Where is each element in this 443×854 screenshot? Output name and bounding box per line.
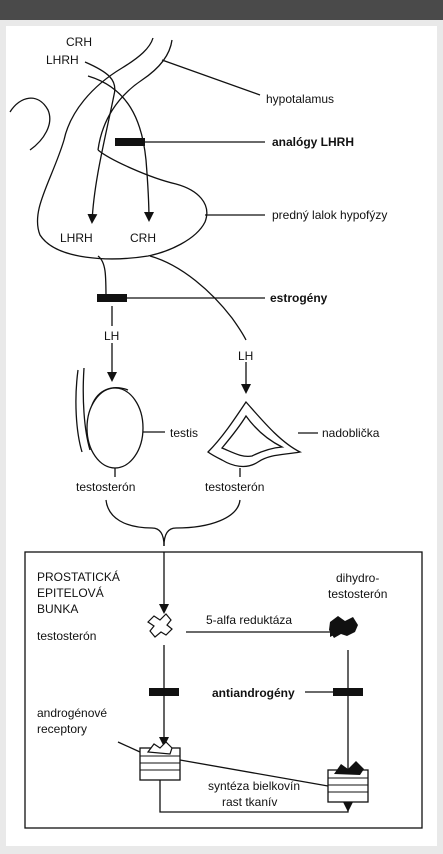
adrenal-shape [208, 402, 300, 466]
lhrh-analog-block [115, 138, 145, 146]
label-hypotalamus: hypotalamus [266, 92, 334, 106]
label-receptory-1: androgénové [37, 706, 107, 720]
testis-shape [76, 368, 143, 468]
label-crh-top: CRH [66, 35, 92, 49]
label-estrogeny: estrogény [270, 291, 328, 305]
hypothalamus-shape [10, 38, 172, 150]
label-predny-lalok: predný lalok hypofýzy [272, 208, 387, 222]
label-reduktaza: 5-alfa reduktáza [206, 613, 292, 627]
dht-molecule [329, 616, 358, 638]
receptor-left [140, 742, 180, 780]
estrogen-block [97, 294, 127, 302]
label-nadoblicka: nadoblička [322, 426, 380, 440]
cell-title-line-1: PROSTATICKÁ [37, 569, 120, 584]
label-dihydro-1: dihydro- [336, 571, 379, 585]
label-dihydro-2: testosterón [328, 587, 387, 601]
label-synteza-1: syntéza bielkovín [208, 779, 300, 793]
antiandrogen-block-right [333, 688, 363, 696]
label-testosteron-right: testosterón [205, 480, 264, 494]
label-testis: testis [170, 426, 198, 440]
label-receptory-2: receptory [37, 722, 87, 736]
label-testosteron-cell: testosterón [37, 629, 96, 643]
testosterone-molecule [148, 614, 172, 637]
label-synteza-2: rast tkanív [222, 795, 277, 809]
label-lhrh-mid: LHRH [60, 231, 93, 245]
label-testosteron-left: testosterón [76, 480, 135, 494]
label-lhrh-top: LHRH [46, 53, 79, 67]
label-lh-left: LH [104, 329, 119, 343]
cell-title-line-3: BUNKA [37, 602, 78, 616]
cell-title-line-2: EPITELOVÁ [37, 585, 104, 600]
label-crh-mid: CRH [130, 231, 156, 245]
label-lh-right: LH [238, 349, 253, 363]
label-antiandrogeny: antiandrogény [212, 686, 295, 700]
label-analogy-lhrh: analógy LHRH [272, 135, 354, 149]
crh-arrow [88, 76, 149, 220]
